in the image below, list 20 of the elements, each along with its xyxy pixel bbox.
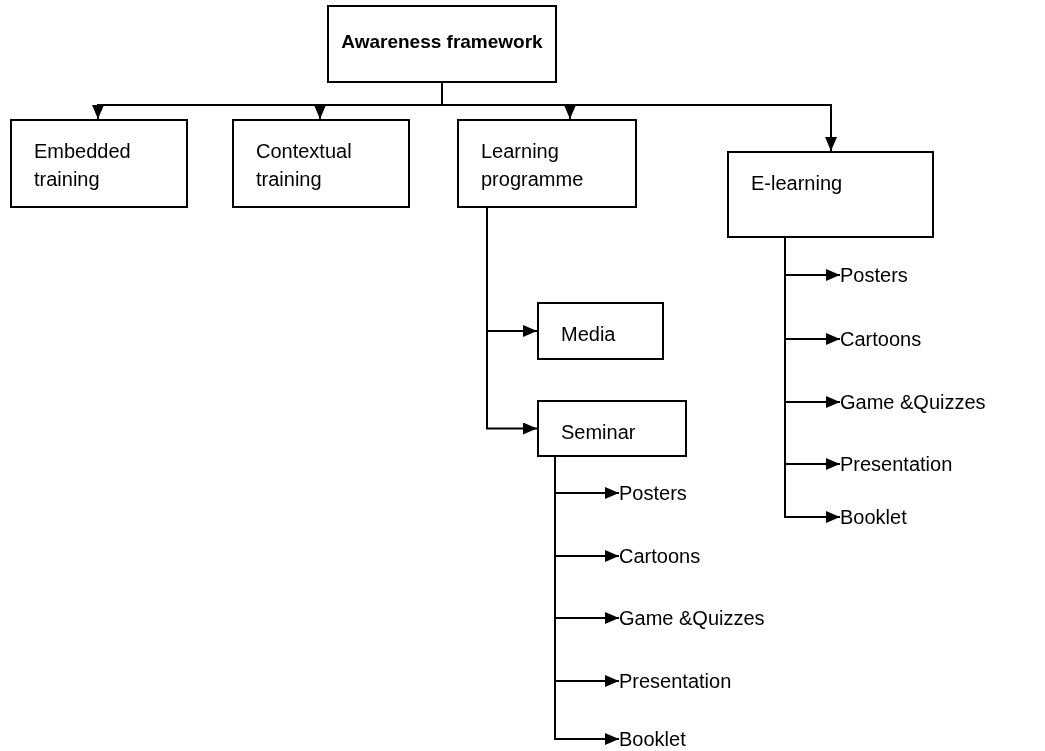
item-label: Booklet xyxy=(619,725,719,751)
item-label: Presentation xyxy=(619,667,769,695)
arrow xyxy=(486,207,538,435)
item-label: Cartoons xyxy=(840,325,960,353)
process-box: Seminar xyxy=(537,400,687,457)
item-label: Posters xyxy=(840,261,940,289)
process-box: Learning programme xyxy=(457,119,637,208)
process-box: E-learning xyxy=(727,151,934,238)
arrow xyxy=(554,456,620,745)
item-label: Presentation xyxy=(840,450,990,478)
item-label: Game &Quizzes xyxy=(619,604,789,632)
item-label: Cartoons xyxy=(619,542,739,570)
arrow xyxy=(784,237,841,523)
process-box: Embedded training xyxy=(10,119,188,208)
item-label: Booklet xyxy=(840,503,940,531)
item-label: Game &Quizzes xyxy=(840,388,1010,416)
process-box: Media xyxy=(537,302,664,360)
item-label: Posters xyxy=(619,479,719,507)
process-box: Contextual training xyxy=(232,119,410,208)
process-box: Awareness framework xyxy=(327,5,557,83)
